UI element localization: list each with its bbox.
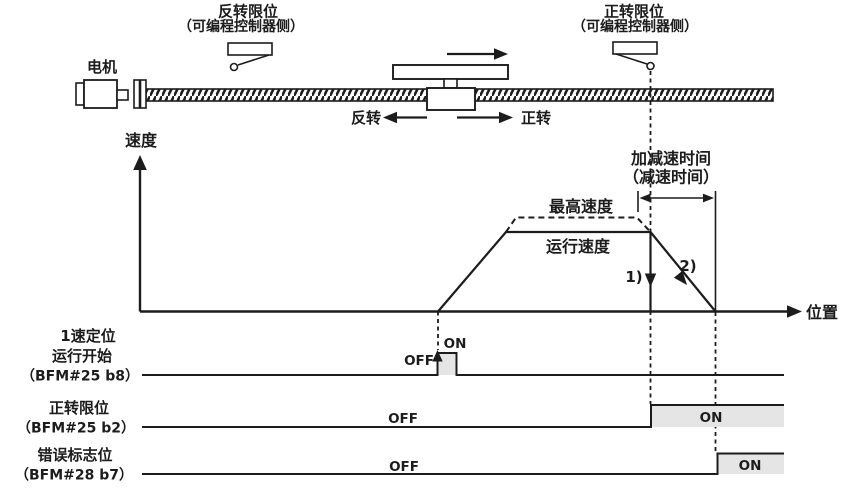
reverse-direction-label: 反转: [351, 109, 381, 127]
forward-direction-arrowhead-icon: [499, 111, 513, 124]
operation-speed-label: 运行速度: [546, 237, 611, 256]
timing-signal-start: 1速定位 运行开始 （BFM#25 b8） OFF ON: [21, 327, 784, 385]
mechanism: 电机 反转限位 （可编程控制器侧） 正转限位 （可编程控制器侧） 反转: [75, 3, 774, 127]
reverse-limit-subtitle: （可编程控制器侧）: [178, 18, 304, 35]
forward-limit-title: 正转限位: [604, 3, 664, 21]
rising-edge-arrowhead-icon: [432, 350, 443, 362]
motor-label: 电机: [87, 58, 117, 76]
decel-time-right-arrowhead-icon: [703, 193, 714, 203]
forward-direction-label: 正转: [521, 109, 551, 127]
decel-time-subtitle: （减速时间）: [623, 168, 719, 187]
coupling-plate-1: [133, 79, 141, 109]
reverse-limit-switch-roller: [229, 62, 239, 72]
carriage-nut-block: [426, 87, 476, 111]
signal-bfm-label: （BFM#25 b2）: [17, 421, 135, 437]
signal-label: 运行开始: [52, 347, 112, 365]
forward-limit-switch-body: [612, 41, 658, 55]
y-axis-arrowhead-icon: [133, 155, 147, 170]
error-flag-signal-trace: [142, 452, 784, 475]
forward-limit-switch-icon: [612, 41, 658, 71]
signal-label: 1速定位: [60, 327, 115, 345]
reverse-limit-switch-lever: [237, 54, 270, 66]
error-flag-on-band: [718, 454, 784, 474]
carriage-post: [443, 78, 458, 89]
motor-end-cap: [75, 82, 85, 106]
x-axis-label: 位置: [806, 303, 838, 322]
timing-signal-error-flag: 错误标志位 （BFM#28 b7） OFF ON: [15, 446, 784, 484]
timing-signal-forward-limit: 正转限位 （BFM#25 b2） OFF ON: [17, 399, 784, 437]
decel-time-left-arrowhead-icon: [639, 193, 651, 203]
carriage: [392, 64, 509, 111]
max-speed-label: 最高速度: [549, 197, 614, 216]
x-axis-arrowhead-icon: [787, 305, 802, 318]
forward-limit-on-band: [652, 406, 784, 427]
decel-stop-line: [649, 231, 717, 313]
immediate-stop-label: 1): [625, 268, 642, 286]
signal-label: 错误标志位: [37, 446, 112, 464]
motor-shaft: [116, 89, 129, 101]
start-pulse-on-band: [438, 354, 456, 375]
off-label: OFF: [404, 353, 434, 369]
start-signal-trace: [142, 352, 784, 376]
decel-stop-arrowhead-icon: [673, 270, 687, 285]
signal-label: 正转限位: [49, 399, 109, 417]
reverse-limit-switch-body: [227, 42, 273, 56]
speed-graph: 速度 位置 最高速度 运行速度 1) 2) 加减速时间 （减速时间）: [125, 131, 838, 322]
coupling-plate-2: [139, 79, 147, 109]
carriage-motion-arrowhead-icon: [494, 48, 508, 60]
y-axis-label: 速度: [125, 131, 158, 150]
decel-time-title: 加减速时间: [630, 149, 711, 168]
signal-bfm-label: （BFM#28 b7）: [15, 468, 133, 484]
decel-stop-label: 2): [679, 257, 696, 275]
reverse-direction-arrowhead-icon: [383, 111, 397, 124]
forward-limit-subtitle: （可编程控制器侧）: [572, 18, 698, 35]
motor-icon: [83, 79, 118, 109]
signal-bfm-label: （BFM#25 b8）: [21, 369, 139, 385]
immediate-stop-arrowhead-icon: [644, 273, 657, 287]
on-label: ON: [739, 458, 762, 474]
on-label: ON: [700, 410, 723, 426]
forward-limit-signal-trace: [142, 404, 784, 428]
off-label: OFF: [389, 459, 419, 475]
reverse-limit-title: 反转限位: [218, 3, 278, 21]
on-label: ON: [444, 336, 467, 352]
forward-limit-switch-lever: [615, 53, 648, 65]
carriage-table: [392, 64, 509, 80]
reverse-limit-switch-icon: [227, 42, 273, 72]
max-speed-dashed-profile: [505, 216, 652, 233]
velocity-profile: [437, 230, 651, 313]
off-label: OFF: [388, 411, 418, 427]
forward-limit-switch-roller: [646, 61, 655, 71]
